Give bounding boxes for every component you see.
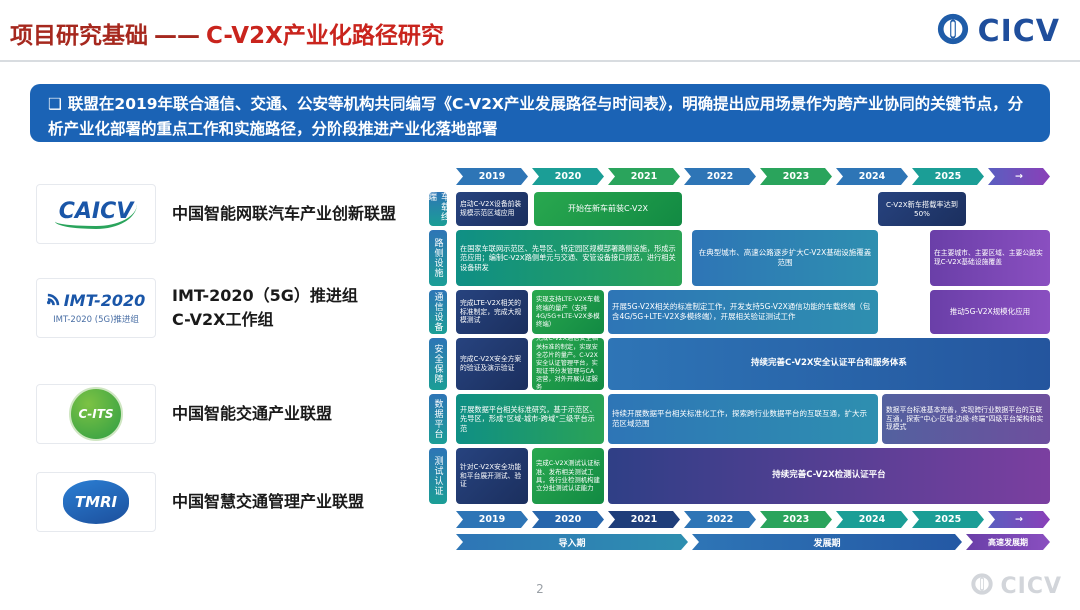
roadmap-block-test-1: 针对C-V2X安全功能和平台展开测试、验证 — [456, 448, 528, 504]
year-arrow-bottom-2019: 2019 — [456, 511, 528, 528]
year-arrow-bottom-2025: 2025 — [912, 511, 984, 528]
alliance-tmri: TMRI 中国智慧交通管理产业联盟 — [36, 472, 364, 532]
roadmap-block-test-3: 持续完善C-V2X检测认证平台 — [608, 448, 1050, 504]
alliance-cits: C-ITS 中国智能交通产业联盟 — [36, 384, 332, 444]
alliance-caicv-label: 中国智能网联汽车产业创新联盟 — [172, 204, 397, 223]
roadmap-block-data-1: 开展数据平台相关标准研究，基于示范区、先导区，形成“区域-城市-跨域”三级平台示… — [456, 394, 604, 444]
roadmap-block-vehicle-3: C-V2X新车搭载率达到50% — [878, 192, 966, 226]
alliance-imt2020: IMT-2020 IMT-2020 (5G)推进组 IMT-2020（5G）推进… — [36, 278, 358, 338]
roadmap-block-roadside-1: 在国家车联网示范区、先导区、特定园区规模部署路侧设施，形成示范应用；编制C-V2… — [456, 230, 682, 286]
alliance-imt2020-label-line1: IMT-2020（5G）推进组 — [172, 286, 358, 305]
stage-rapid-development-period: 高速发展期 — [966, 534, 1050, 550]
year-arrow-bottom-2021: 2021 — [608, 511, 680, 528]
roadmap-block-vehicle-2: 开始在新车前装C-V2X — [534, 192, 682, 226]
alliance-tmri-label: 中国智慧交通管理产业联盟 — [172, 492, 365, 511]
year-arrow-bottom-future: → — [988, 511, 1050, 528]
year-arrow-bottom-2023: 2023 — [760, 511, 832, 528]
title-main: 项目研究基础 — [10, 23, 148, 49]
stage-development-period: 发展期 — [692, 534, 962, 550]
tmri-logo: TMRI — [36, 472, 156, 532]
year-arrow-bottom-2024: 2024 — [836, 511, 908, 528]
year-arrow-top-2024: 2024 — [836, 168, 908, 185]
alliance-caicv: CAICV 中国智能网联汽车产业创新联盟 — [36, 184, 396, 244]
year-arrow-top-2022: 2022 — [684, 168, 756, 185]
category-communication-equipment: 通信设备 — [429, 290, 447, 334]
roadmap-block-data-3: 数据平台标准基本完善，实现跨行业数据平台的互联互通，探索“中心-区域-边缘-终端… — [882, 394, 1050, 444]
roadmap-block-roadside-2: 在典型城市、高速公路逐步扩大C-V2X基础设施覆盖范围 — [692, 230, 878, 286]
roadmap-block-comm-3: 开展5G-V2X相关的标准制定工作，开发支持5G-V2X通信功能的车载终端（包含… — [608, 290, 878, 334]
tmri-logo-text: TMRI — [74, 493, 118, 511]
roadmap-block-data-2: 持续开展数据平台相关标准化工作，探索跨行业数据平台的互联互通，扩大示范区域范围 — [608, 394, 878, 444]
brand-logo: CICV — [936, 12, 1060, 50]
roadmap-block-roadside-3: 在主要城市、主要区域、主要公路实现C-V2X基础设施覆盖 — [930, 230, 1050, 286]
year-arrow-top-2020: 2020 — [532, 168, 604, 185]
roadmap-block-comm-1: 完成LTE-V2X相关的标准制定，完成大规模测试 — [456, 290, 528, 334]
year-arrow-bottom-2020: 2020 — [532, 511, 604, 528]
year-arrow-top-2023: 2023 — [760, 168, 832, 185]
cicv-watermark-icon — [970, 572, 994, 600]
roadmap: 2019 2020 2021 2022 2023 2024 2025 → 车载终… — [425, 168, 1057, 554]
cits-logo: C-ITS — [36, 384, 156, 444]
bullet-square-icon: ❑ — [48, 95, 62, 113]
category-data-platform: 数据平台 — [429, 394, 447, 444]
caicv-logo: CAICV — [36, 184, 156, 244]
imt2020-logo-text: IMT-2020 — [63, 291, 146, 310]
roadmap-block-comm-4: 推动5G-V2X规模化应用 — [930, 290, 1050, 334]
year-arrow-top-2025: 2025 — [912, 168, 984, 185]
cits-logo-emblem: C-ITS — [69, 387, 123, 441]
alliance-imt2020-label: IMT-2020（5G）推进组 C-V2X工作组 — [172, 284, 358, 332]
roadmap-block-comm-2: 实现支持LTE-V2X车载终端的量产（支持4G/5G+LTE-V2X多模终端） — [532, 290, 604, 334]
banner-text: 联盟在2019年联合通信、交通、公安等机构共同编写《C-V2X产业发展路径与时间… — [48, 95, 1024, 138]
year-arrow-bottom-2022: 2022 — [684, 511, 756, 528]
page-title: 项目研究基础——C-V2X产业化路径研究 — [10, 16, 444, 50]
tmri-logo-emblem: TMRI — [63, 480, 129, 524]
signal-icon — [46, 291, 61, 310]
header-divider — [0, 60, 1080, 62]
year-arrow-top-future: → — [988, 168, 1050, 185]
cicv-watermark-text: CICV — [1000, 573, 1062, 599]
title-dash: —— — [154, 23, 200, 49]
imt2020-logo-caption: IMT-2020 (5G)推进组 — [53, 315, 139, 325]
summary-banner: ❑联盟在2019年联合通信、交通、公安等机构共同编写《C-V2X产业发展路径与时… — [30, 84, 1050, 142]
roadmap-block-vehicle-1: 启动C-V2X设备前装规模示范区域应用 — [456, 192, 528, 226]
alliance-cits-label: 中国智能交通产业联盟 — [172, 404, 333, 423]
roadmap-block-security-2: 完成C-V2X通信安全相关标准的制定，实现安全芯片的量产。C-V2X安全认证管理… — [532, 338, 604, 390]
year-arrow-top-2021: 2021 — [608, 168, 680, 185]
category-vehicle-terminal: 车载终端 — [426, 192, 449, 226]
watermark-brand: CICV — [970, 572, 1062, 600]
stage-introduction-period: 导入期 — [456, 534, 688, 550]
caicv-logo-text: CAICV — [54, 199, 138, 229]
roadmap-block-security-3: 持续完善C-V2X安全认证平台和服务体系 — [608, 338, 1050, 390]
cits-logo-text: C-ITS — [78, 407, 114, 421]
alliance-imt2020-label-line2: C-V2X工作组 — [172, 310, 274, 329]
category-roadside-facility: 路侧设施 — [429, 230, 447, 286]
roadmap-block-test-2: 完成C-V2X测试认证标准、发布相关测试工具，各行业检测机构建立分批测试认证能力 — [532, 448, 604, 504]
roadmap-block-security-1: 完成C-V2X安全方案的验证及演示验证 — [456, 338, 528, 390]
year-arrow-top-2019: 2019 — [456, 168, 528, 185]
category-security: 安全保障 — [429, 338, 447, 390]
imt2020-logo: IMT-2020 IMT-2020 (5G)推进组 — [36, 278, 156, 338]
title-subtitle: C-V2X产业化路径研究 — [206, 23, 444, 49]
cicv-logo-icon — [936, 12, 970, 50]
page-number: 2 — [536, 582, 544, 596]
category-test-certification: 测试认证 — [429, 448, 447, 504]
brand-name: CICV — [977, 13, 1060, 49]
